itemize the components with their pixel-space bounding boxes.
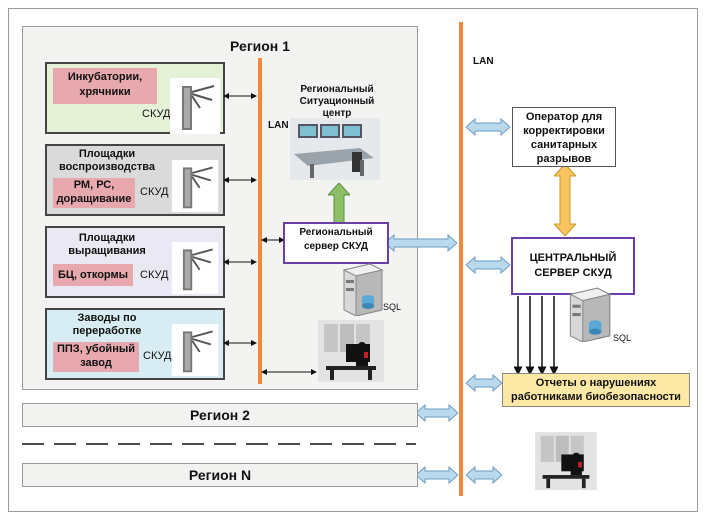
skud-label: СКУД	[142, 108, 171, 120]
block-arrow-lan-operator	[466, 118, 510, 136]
skud-label: СКУД	[143, 350, 172, 362]
turnstile-icon	[171, 242, 219, 294]
region-1-title: Регион 1	[230, 38, 290, 54]
green-arrow-up	[328, 183, 350, 223]
turnstile-icon	[171, 324, 219, 376]
block-arrow-region-2-lan	[416, 404, 458, 422]
reports-box: Отчеты о нарушениях работниками биобезоп…	[502, 373, 690, 407]
operator-workstation-icon	[318, 320, 384, 382]
site-detail: БЦ, откормы	[53, 264, 133, 286]
skud-label: СКУД	[140, 186, 169, 198]
central-server-box: ЦЕНТРАЛЬНЫЙ СЕРВЕР СКУД	[511, 237, 635, 295]
server-icon	[342, 263, 384, 316]
site-title: Заводы по переработке	[72, 312, 142, 337]
region-2-bar: Регион 2	[22, 403, 418, 427]
operator-box: Оператор для корректировки санитарных ра…	[512, 107, 616, 167]
server-icon	[568, 287, 612, 342]
block-arrow-region-n-lan	[416, 466, 458, 484]
turnstile-icon	[171, 160, 219, 212]
central-operator-workstation-icon	[535, 432, 597, 490]
site-title: Инкубатории, хрячники	[53, 68, 157, 104]
lan-bus-regional	[258, 58, 262, 384]
site-detail: РМ, РС, доращивание	[53, 178, 135, 208]
site-title: Площадки выращивания	[68, 232, 146, 257]
site-detail: ППЗ, убойный завод	[53, 342, 139, 372]
site-card-incubators: Инкубатории, хрячники СКУД	[45, 62, 225, 134]
block-arrow-lan-reports	[466, 374, 502, 392]
region-n-bar: Регион N	[22, 463, 418, 487]
block-arrow-lan-monitor	[466, 466, 502, 484]
lan-label-central: LAN	[473, 56, 494, 67]
lan-label-regional: LAN	[268, 120, 289, 131]
sql-label-central: SQL	[613, 333, 632, 343]
turnstile-icon	[170, 78, 220, 134]
block-arrow-lan-central-server	[466, 256, 510, 274]
block-arrow-regional-server-lan	[385, 234, 457, 252]
regional-server-box: Региональный сервер СКУД	[283, 222, 389, 264]
sql-label-regional: SQL	[383, 302, 402, 312]
skud-label: СКУД	[140, 269, 169, 281]
lan-bus-central	[459, 22, 463, 496]
situation-center-label: Региональный Ситуационный центр	[299, 84, 375, 119]
control-room-icon	[290, 118, 380, 180]
gold-arrow-operator-server	[554, 164, 576, 236]
site-title: Площадки воспроизводства	[59, 148, 155, 173]
